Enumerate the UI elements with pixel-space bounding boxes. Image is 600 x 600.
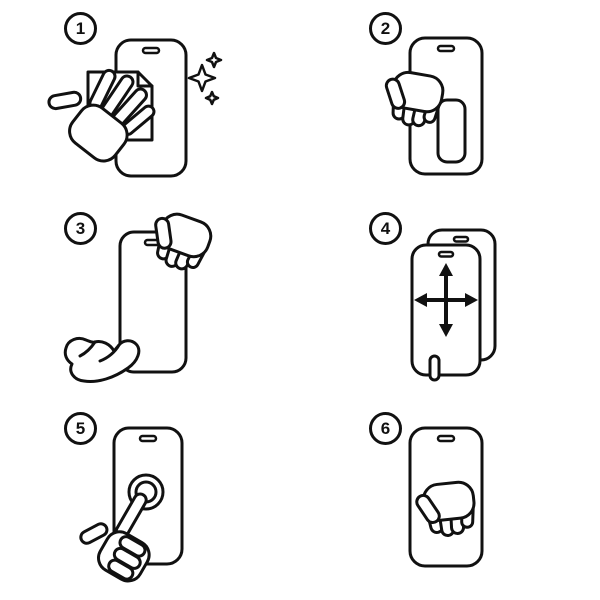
align-protector-icon [410,228,497,382]
peeling-hand [154,212,213,271]
wipe-card [436,98,467,164]
pull-tab [428,354,441,382]
alignment-arrows-icon [414,263,478,337]
step-panel-6: 6 [300,400,600,600]
step-panel-1: 1 [0,0,300,200]
step-panel-2: 2 [300,0,600,200]
pressing-finger-hand [79,492,151,583]
step-number-badge: 1 [64,12,97,45]
peel-film-icon [63,212,213,383]
step-number-badge: 3 [64,212,97,245]
step-panel-4: 4 [300,200,600,400]
supporting-hand [63,336,141,383]
clean-screen-icon [47,38,223,178]
smooth-surface-icon [408,426,484,568]
step-number-badge: 2 [369,12,402,45]
press-center-icon [79,426,184,583]
wipe-screen-icon [384,36,484,176]
wiping-hand [47,68,156,163]
smoothing-hand [415,480,476,538]
step-number-badge: 5 [64,412,97,445]
step-panel-3: 3 [0,200,300,400]
step-number-badge: 4 [369,212,402,245]
step-number-badge: 6 [369,412,402,445]
sparkles-icon [187,51,223,106]
gripping-hand [384,70,445,128]
step-panel-5: 5 [0,400,300,600]
